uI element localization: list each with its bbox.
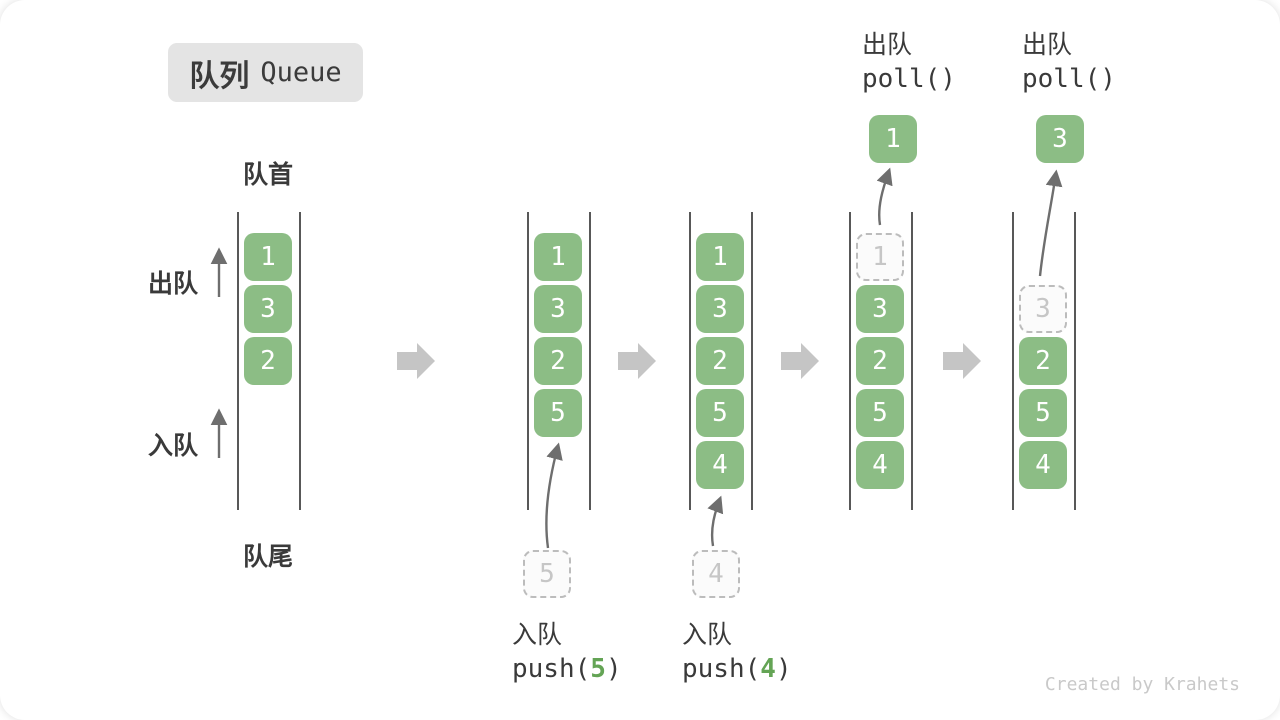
dequeue-op-label-2: 出队 poll() <box>1022 28 1116 96</box>
dequeue-op-call: poll() <box>1022 64 1116 94</box>
enqueue-op-label-2: 入队 push(4) <box>682 618 792 686</box>
queue-front-label: 队首 <box>243 161 294 189</box>
queue-cell: 4 <box>856 441 904 489</box>
queue-wall <box>589 212 591 510</box>
queue-wall <box>527 212 529 510</box>
enqueue-op-action: 入队 <box>682 621 733 649</box>
queue-cell: 2 <box>244 337 292 385</box>
title-en: Queue <box>260 57 342 88</box>
queue-cell: 5 <box>856 389 904 437</box>
diagram-title: 队列 Queue <box>168 43 363 102</box>
queue-wall <box>689 212 691 510</box>
polled-cell: 1 <box>869 115 917 163</box>
queue-cell: 3 <box>534 285 582 333</box>
call-close: ) <box>605 654 622 684</box>
queue-wall <box>1012 212 1014 510</box>
call-open: push( <box>512 654 591 684</box>
dequeue-op-label-1: 出队 poll() <box>862 28 956 96</box>
enqueue-op-call: push(4) <box>682 652 792 686</box>
queue-wall <box>849 212 851 510</box>
queue-wall <box>299 212 301 510</box>
queue-cell: 5 <box>534 389 582 437</box>
queue-wall <box>1074 212 1076 510</box>
queue-wall <box>237 212 239 510</box>
queue-cell: 1 <box>244 233 292 281</box>
state-transition-arrow-icon <box>618 343 656 379</box>
title-zh: 队列 <box>189 59 250 93</box>
enqueue-move-arrow <box>545 442 563 549</box>
call-arg: 4 <box>760 654 776 684</box>
queue-cell: 2 <box>856 337 904 385</box>
enqueue-op-action: 入队 <box>512 621 563 649</box>
queue-cell: 3 <box>856 285 904 333</box>
queue-cell: 2 <box>534 337 582 385</box>
dequeue-op-action: 出队 <box>862 31 913 59</box>
queue-cell: 2 <box>1019 337 1067 385</box>
state-transition-arrow-icon <box>781 343 819 379</box>
queue-rear-label: 队尾 <box>243 543 294 571</box>
dequeue-op-call: poll() <box>862 64 956 94</box>
queue-cell: 2 <box>696 337 744 385</box>
queue-cell: 4 <box>696 441 744 489</box>
enqueue-move-arrow <box>707 495 724 547</box>
queue-cell: 5 <box>1019 389 1067 437</box>
call-close: ) <box>775 654 792 684</box>
state-transition-arrow-icon <box>397 343 435 379</box>
call-arg: 5 <box>590 654 606 684</box>
polled-cell: 3 <box>1036 115 1084 163</box>
enqueue-op-call: push(5) <box>512 652 622 686</box>
queue-cell: 3 <box>244 285 292 333</box>
watermark: Created by Krahets <box>1044 674 1240 695</box>
dequeue-side-label: 出队 <box>148 270 199 298</box>
staged-cell: 5 <box>523 550 571 598</box>
enqueue-side-label: 入队 <box>148 432 199 460</box>
queue-cell: 5 <box>696 389 744 437</box>
queue-wall <box>751 212 753 510</box>
ghost-cell: 3 <box>1019 285 1067 333</box>
queue-cell: 4 <box>1019 441 1067 489</box>
dequeue-move-arrow <box>1038 169 1063 277</box>
queue-wall <box>911 212 913 510</box>
state-transition-arrow-icon <box>943 343 981 379</box>
staged-cell: 4 <box>692 550 740 598</box>
queue-cell: 1 <box>696 233 744 281</box>
dequeue-op-action: 出队 <box>1022 31 1073 59</box>
queue-cell: 3 <box>696 285 744 333</box>
ghost-cell: 1 <box>856 233 904 281</box>
enqueue-op-label-1: 入队 push(5) <box>512 618 622 686</box>
call-open: push( <box>682 654 761 684</box>
queue-cell: 1 <box>534 233 582 281</box>
dequeue-move-arrow <box>876 167 893 226</box>
